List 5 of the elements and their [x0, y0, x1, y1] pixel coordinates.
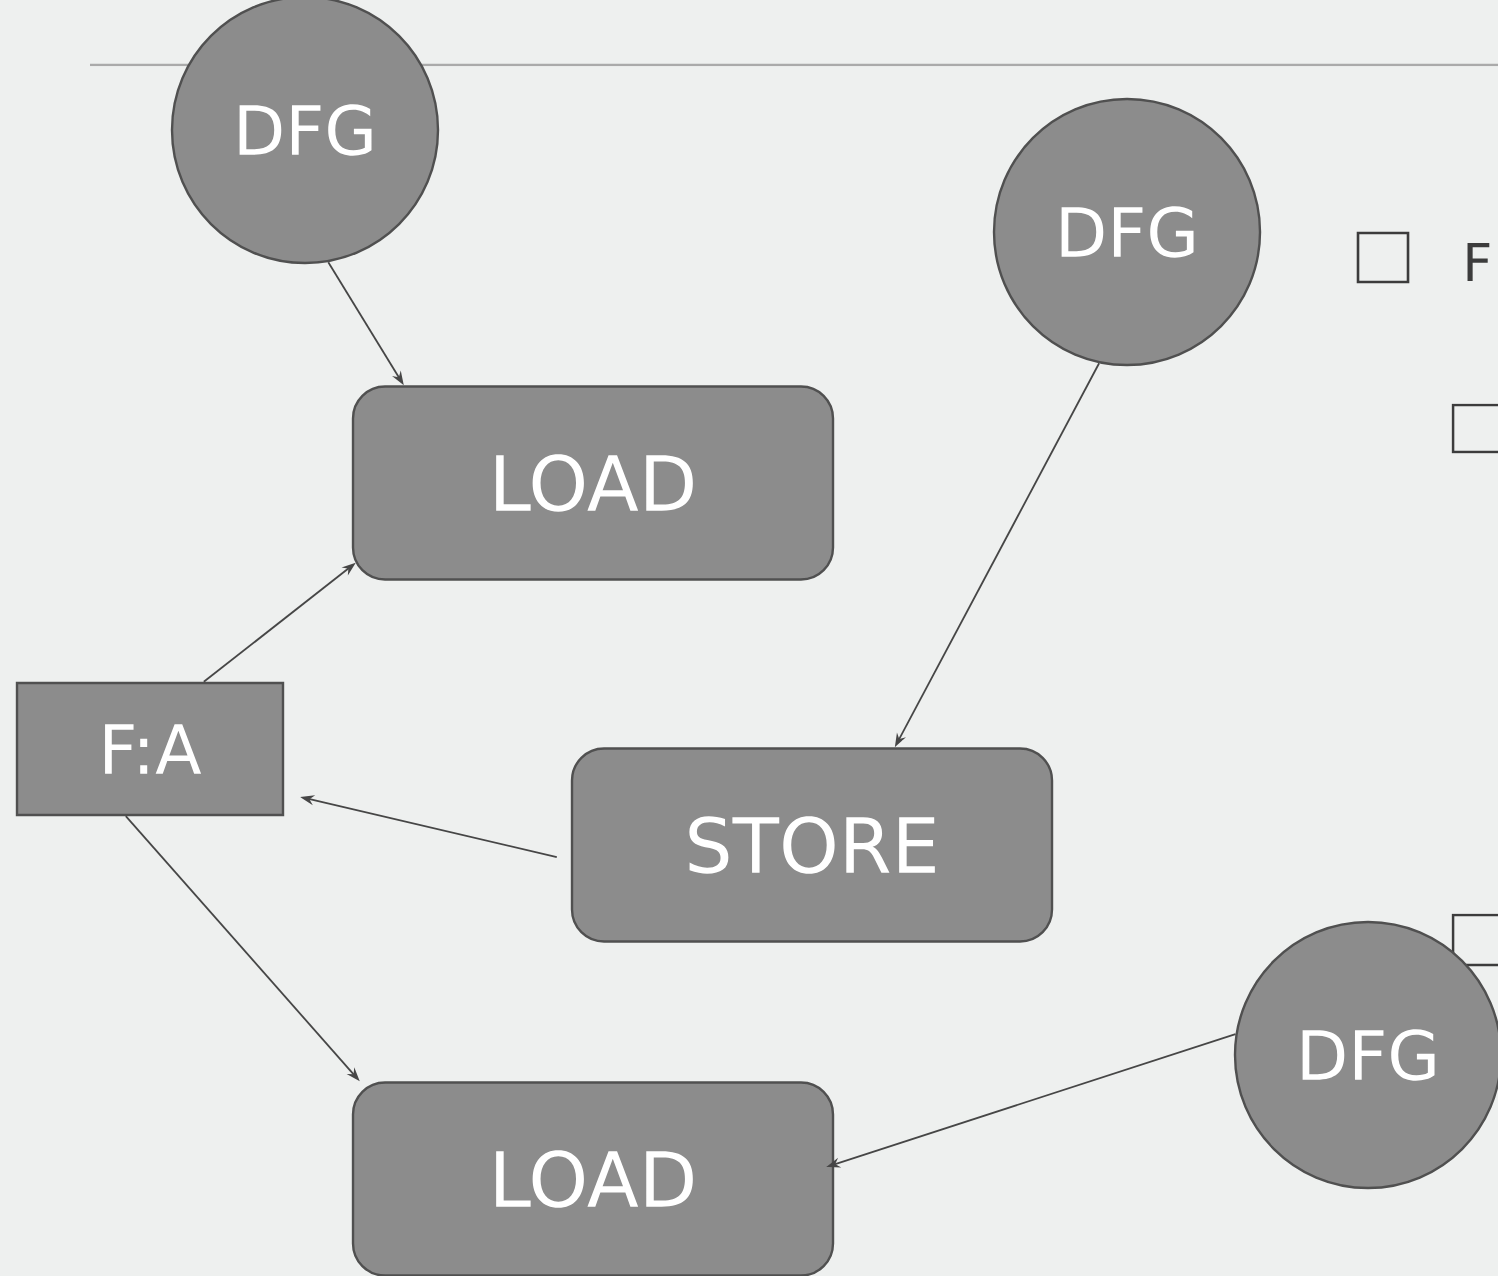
store-box: STORE: [570, 747, 1054, 943]
load-box: LOAD: [351, 385, 835, 581]
load-box: LOAD: [351, 1081, 835, 1276]
register-box: F:A: [15, 681, 285, 817]
cut-off-text: F: [1467, 243, 1490, 281]
